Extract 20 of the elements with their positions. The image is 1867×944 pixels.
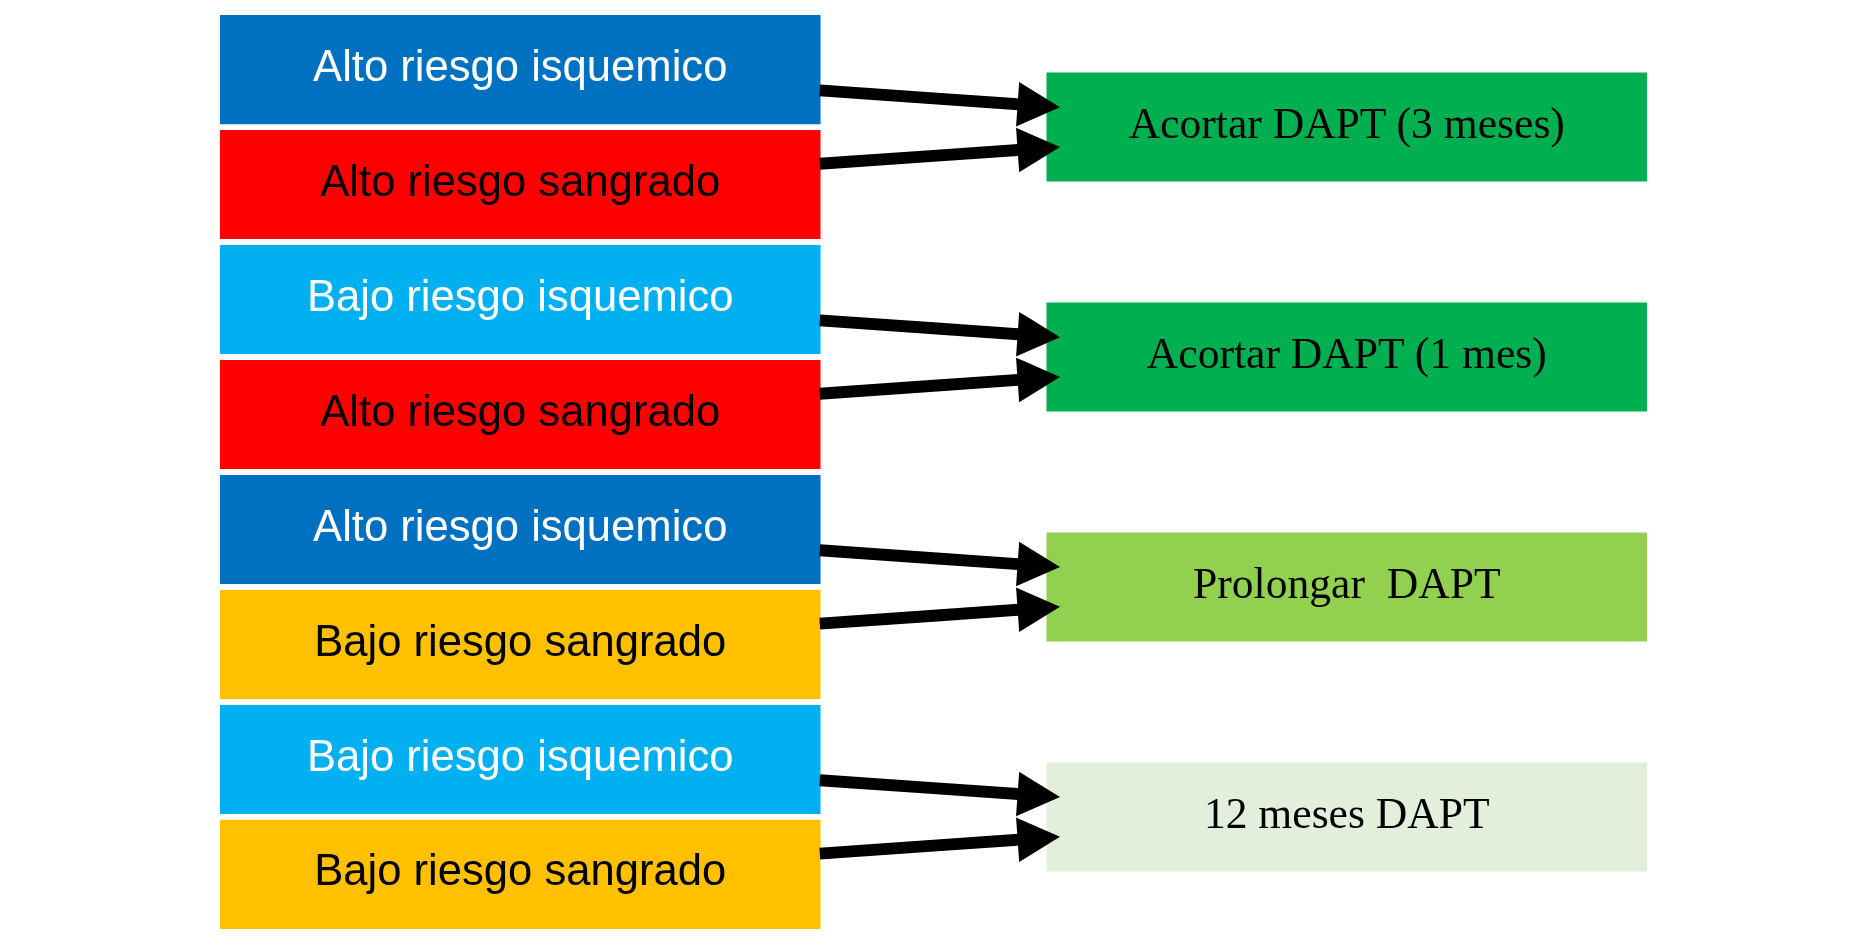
arrow (819, 82, 1061, 127)
arrow (819, 771, 1061, 817)
node-box: Bajo riesgo sangrado (219, 819, 821, 929)
node-box: Alto riesgo isquemico (219, 15, 821, 125)
node-box: Acortar DAPT (1 mes) (1046, 302, 1648, 412)
arrow (819, 311, 1061, 357)
node-box: Alto riesgo sangrado (219, 360, 821, 470)
node-box: 12 meses DAPT (1046, 762, 1648, 872)
node-box: Bajo riesgo sangrado (219, 589, 821, 699)
node-box: Prolongar DAPT (1046, 532, 1648, 642)
node-box: Acortar DAPT (3 meses) (1046, 72, 1648, 182)
arrow (819, 541, 1061, 587)
arrow (819, 357, 1061, 403)
node-box: Bajo riesgo isquemico (219, 245, 821, 355)
arrow (819, 127, 1061, 173)
node-box: Bajo riesgo isquemico (219, 704, 821, 814)
arrow (819, 587, 1061, 633)
node-box: Alto riesgo sangrado (219, 130, 821, 240)
arrow (819, 817, 1061, 862)
node-box: Alto riesgo isquemico (219, 474, 821, 584)
